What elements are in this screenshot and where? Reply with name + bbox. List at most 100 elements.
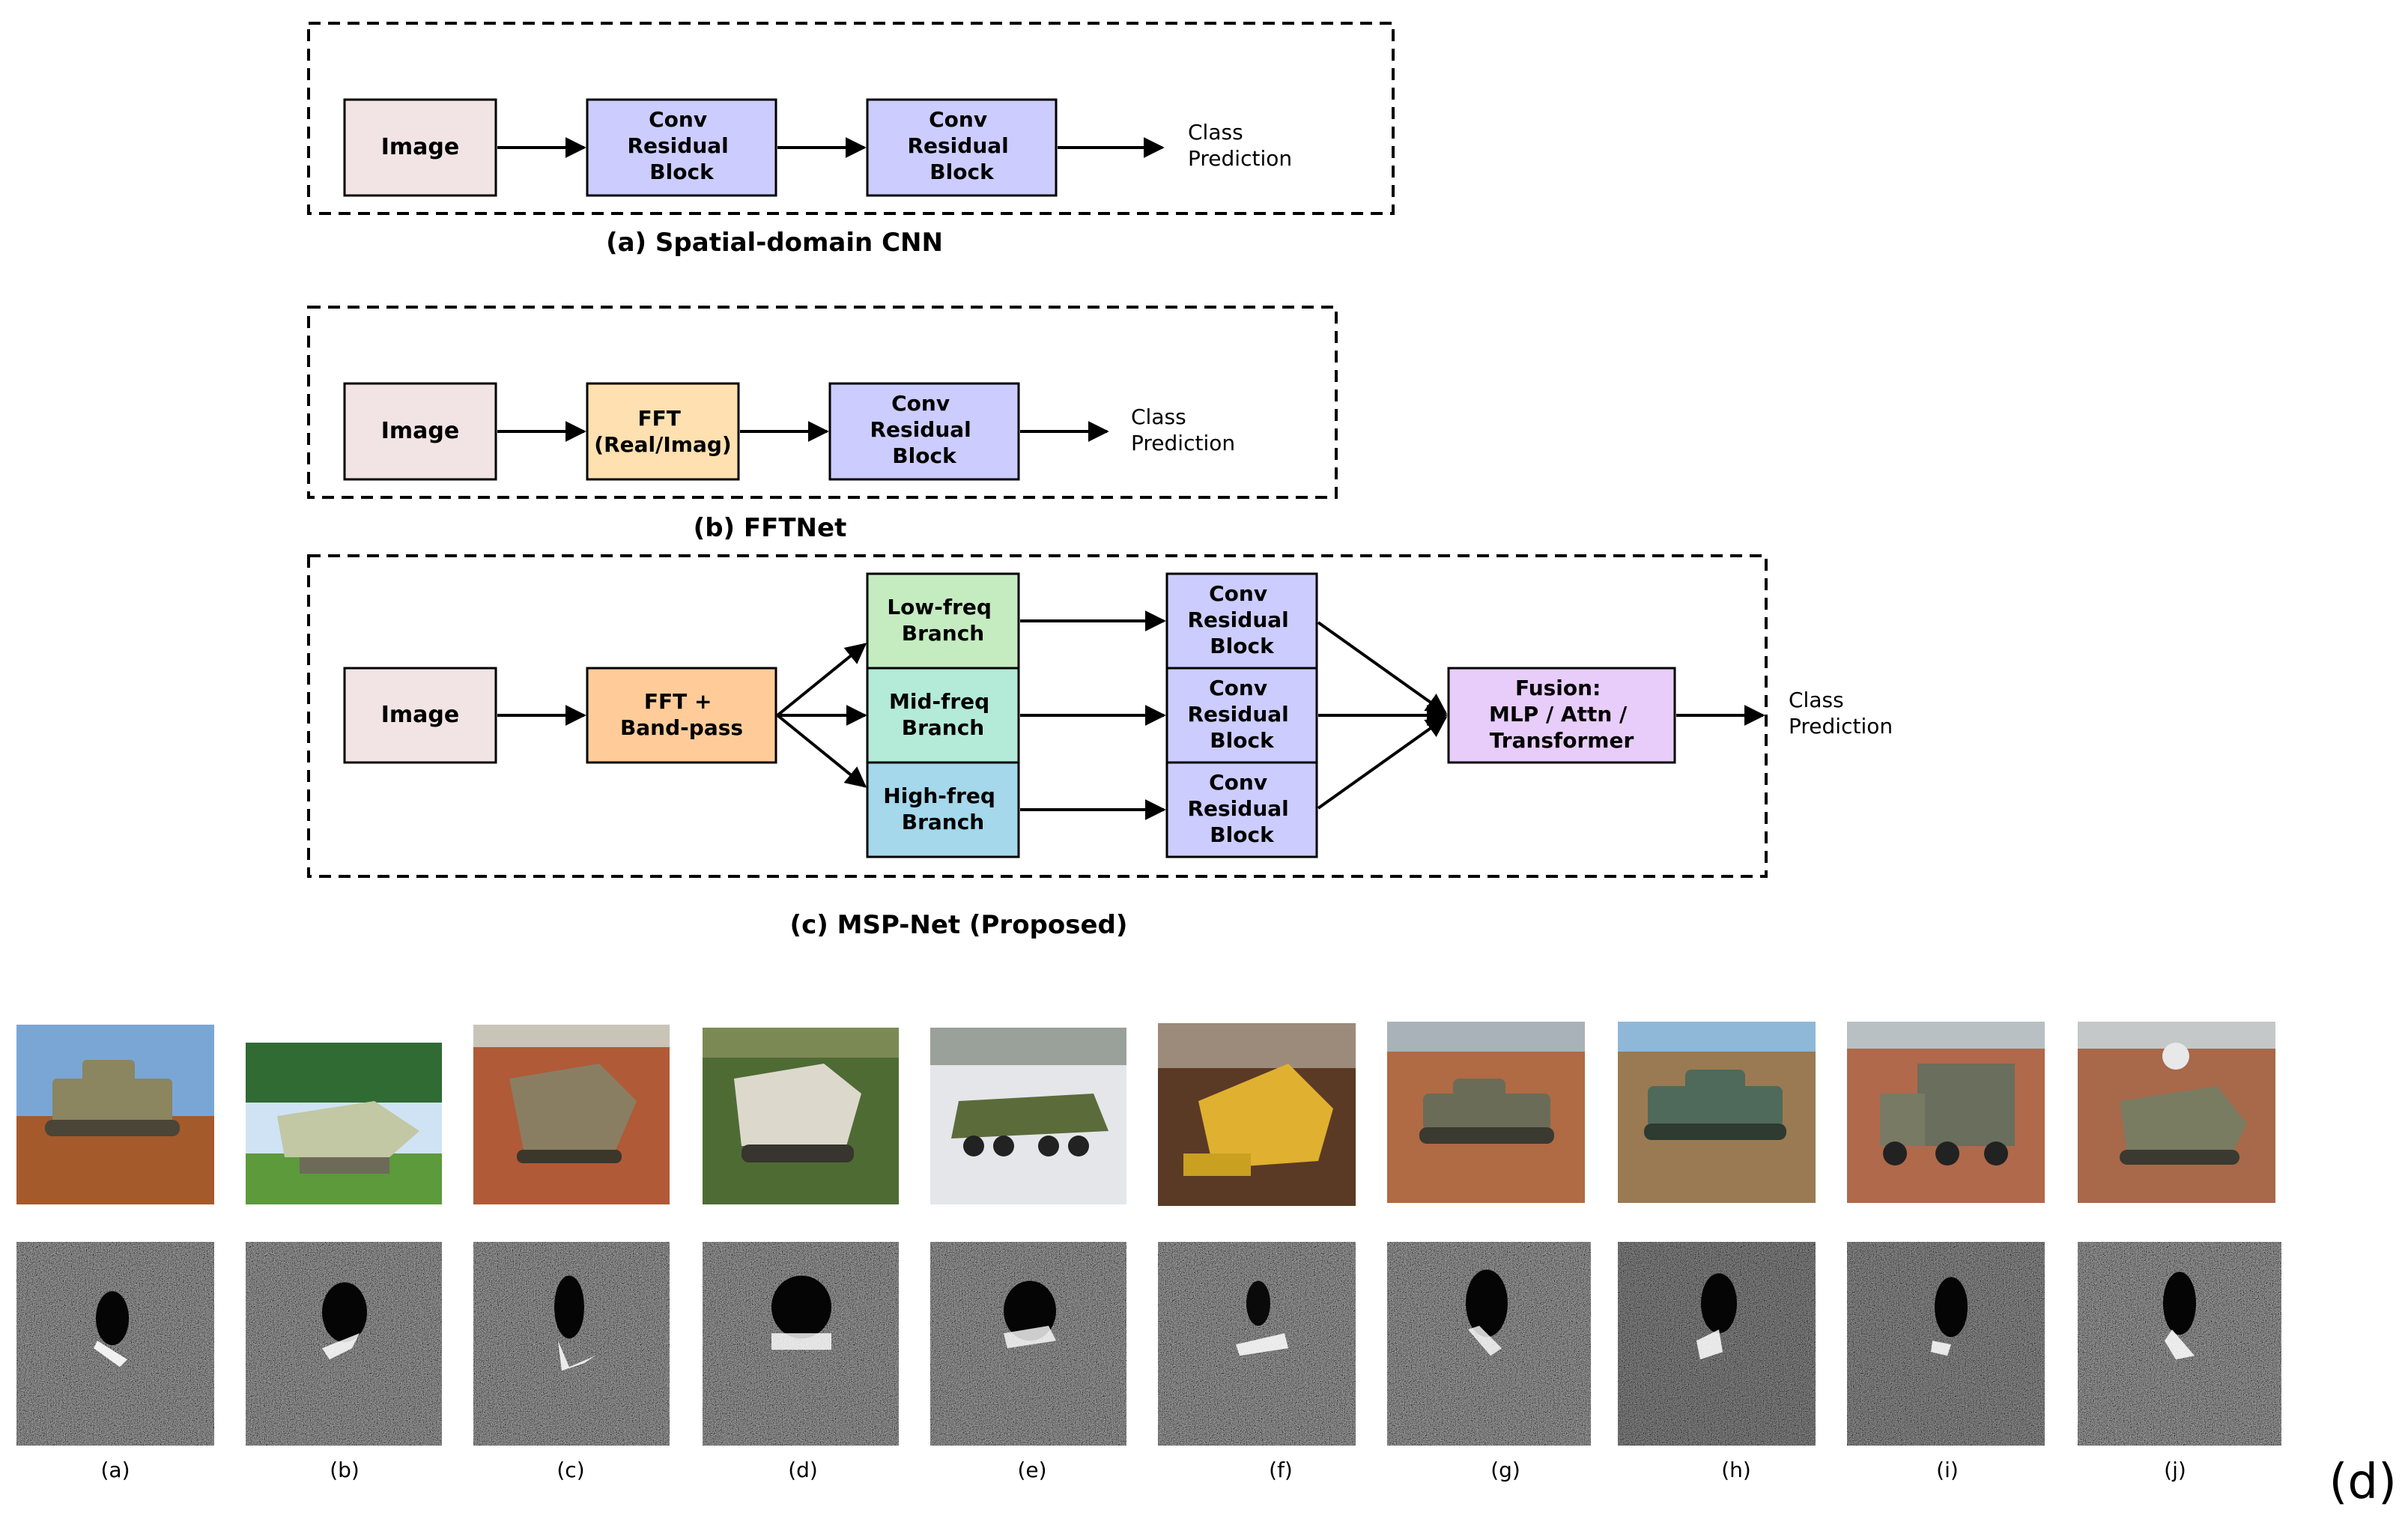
sample-d-optical-image [703,1028,899,1204]
svg-text:High-freq Branch: High-freq Branch [883,783,1002,834]
svg-text:Fusion: MLP / Attn /: Fusion: MLP / Attn / Transformer [1489,676,1634,753]
sample-label-b: (b) [330,1458,360,1482]
panel-b-caption: (b) FFTNet [694,513,847,543]
panel-c-conv3-line3: Block [1210,822,1275,847]
sample-h-sar-image [1618,1242,1816,1446]
panel-c-conv1-line1: Conv [1209,581,1267,606]
panel-b-fft-line1: FFT [637,406,680,431]
panel-c-fusion-line1: Fusion: [1515,676,1601,700]
panel-c-arrow-conv3-fusion [1317,716,1448,810]
sample-i-sar-image [1847,1242,2045,1446]
svg-text:Class Prediction: Class Prediction [1789,688,1893,739]
panel-a-conv1-line1: Conv [649,107,707,132]
sample-b [246,1043,442,1446]
sample-label-i: (i) [1936,1458,1959,1482]
sample-d-sar-image [703,1242,899,1446]
sample-e-sar-image [930,1242,1126,1446]
sample-a [16,1025,214,1446]
panel-a-conv1-line3: Block [649,160,715,184]
sample-label-h: (h) [1721,1458,1751,1482]
panel-c-conv2-line3: Block [1210,728,1275,753]
panel-a-conv2-line1: Conv [929,107,987,132]
panel-c-high-line1: High-freq [883,783,995,808]
sample-f-sar-image [1158,1242,1356,1446]
panel-a-image-label: Image [381,134,460,160]
panel-c-low-branch: Low-freq Branch [866,572,1020,670]
sample-e-optical-image [930,1028,1126,1204]
figure-tag: (d) [2329,1455,2397,1510]
sample-g [1387,1022,1591,1446]
panel-c-image-node: Image [343,667,497,764]
panel-c-conv1-node: Conv Residual Block [1165,572,1318,670]
panel-b-fft-node: FFT (Real/Imag) [586,382,740,481]
sample-label-g: (g) [1490,1458,1520,1482]
panel-c-fusion-node: Fusion: MLP / Attn / Transformer [1447,667,1676,764]
sample-label-c: (c) [556,1458,584,1482]
panel-c-fusion-line2: MLP / Attn / [1489,702,1628,727]
panel-b-output: Class Prediction [1131,404,1235,455]
svg-text:Conv Residual: Conv Residual Block [907,107,1016,184]
panel-b-image-node: Image [343,382,497,481]
sample-g-optical-image [1387,1022,1585,1203]
panel-c-low-line2: Branch [902,621,985,646]
sample-label-j: (j) [2164,1458,2186,1482]
panel-c-fusion-line3: Transformer [1490,728,1634,753]
panel-c-conv3-line2: Residual [1187,796,1288,821]
svg-text:Conv Residual: Conv Residual Block [1187,770,1296,847]
panel-b-conv-node: Conv Residual Block [828,382,1020,481]
panel-c-high-branch: High-freq Branch [866,761,1020,858]
sample-b-optical-image [246,1043,442,1204]
sample-c [473,1025,670,1446]
panel-c-conv3-node: Conv Residual Block [1165,761,1318,858]
sample-label-a: (a) [100,1458,130,1482]
sample-j [2078,1022,2281,1446]
panel-a-caption: (a) Spatial-domain CNN [606,228,943,258]
sample-d [703,1028,899,1446]
svg-text:Class Prediction: Class Prediction [1131,404,1235,455]
panel-a-conv1-line2: Residual [627,133,728,158]
panel-c-conv2-line1: Conv [1209,676,1267,700]
sample-j-optical-image [2078,1022,2275,1203]
panel-c-image-label: Image [381,702,460,728]
panel-a-conv2-line3: Block [929,160,995,184]
panel-c-fft-line1: FFT + [644,689,712,714]
panel-c-fft-node: FFT + Band-pass [586,667,777,764]
svg-text:FFT (Real/Imag): FFT (Real/Imag) [594,406,731,457]
panel-b-output-line1: Class [1131,404,1186,429]
panel-a-output-line1: Class [1188,120,1243,145]
sample-i-optical-image [1847,1022,2045,1203]
panel-c-output: Class Prediction [1789,688,1893,739]
panel-c-mid-line1: Mid-freq [889,689,989,714]
svg-text:Conv Residual: Conv Residual Block [1187,581,1296,658]
panel-a-output: Class Prediction [1188,120,1292,171]
panel-c-arrow-fft-high [776,714,867,788]
panel-b-conv-line2: Residual [870,417,971,442]
svg-text:Conv Residual: Conv Residual Block [870,391,978,468]
sample-j-sar-image [2078,1242,2281,1446]
panel-c-arrow-conv1-fusion [1317,621,1448,715]
svg-text:Class Prediction: Class Prediction [1188,120,1292,171]
panel-a: Image Conv Residual Block Conv Residual … [307,22,1395,258]
panel-c-arrow-fft-low [776,643,867,717]
panel-c-conv1-line3: Block [1210,634,1275,658]
panel-c-low-line1: Low-freq [887,595,992,619]
panel-c-conv1-line2: Residual [1187,607,1288,632]
panel-b-image-label: Image [381,418,460,444]
sample-c-sar-image [473,1242,670,1446]
panel-a-frame [307,22,1395,215]
sample-e [930,1028,1126,1446]
sample-f-optical-image [1158,1023,1356,1206]
panel-c-output-line2: Prediction [1789,714,1893,739]
sample-label-e: (e) [1017,1458,1046,1482]
panel-c-mid-branch: Mid-freq Branch [866,667,1020,764]
panel-a-conv1-node: Conv Residual Block [586,98,777,197]
sample-h [1618,1022,1816,1446]
panel-c-output-line1: Class [1789,688,1844,712]
panel-b-output-line2: Prediction [1131,431,1235,455]
panel-c-high-line2: Branch [902,810,985,834]
panel-a-conv2-node: Conv Residual Block [866,98,1058,197]
sample-h-optical-image [1618,1022,1816,1203]
panel-a-output-line2: Prediction [1188,146,1292,171]
sample-b-sar-image [246,1242,442,1446]
